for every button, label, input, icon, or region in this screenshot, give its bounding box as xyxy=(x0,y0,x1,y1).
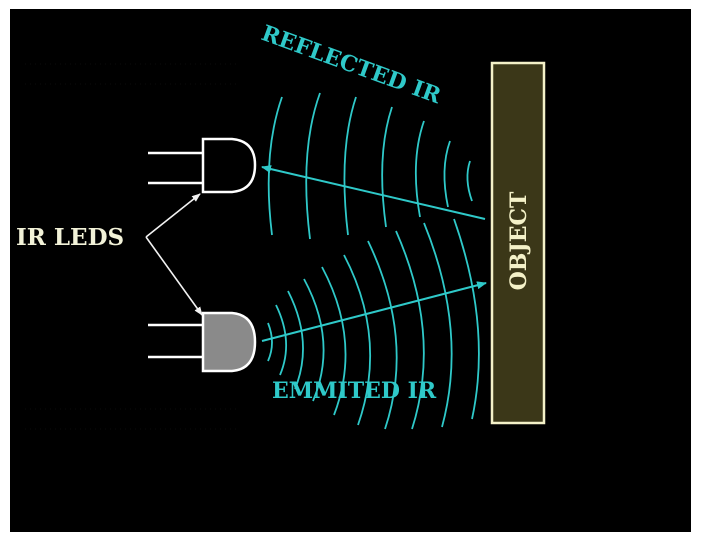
ir-sensor-diagram: IR LEDS REFLECTED IR EMMITED IR OBJECT xyxy=(10,9,691,532)
emitted-ir-arrow xyxy=(262,283,486,341)
ir-led-receiver-icon xyxy=(148,139,255,192)
reflected-ir-waves xyxy=(269,93,472,239)
emitted-ir-label: EMMITED IR xyxy=(272,378,437,404)
ir-led-emitter-icon xyxy=(148,313,255,371)
object-block: OBJECT xyxy=(492,63,544,423)
ir-leds-pointer-arrows xyxy=(146,194,202,315)
object-label: OBJECT xyxy=(506,191,532,290)
diagram-canvas: IR LEDS REFLECTED IR EMMITED IR OBJECT xyxy=(10,9,691,532)
reflected-ir-label: REFLECTED IR xyxy=(258,20,445,109)
reflected-ir-arrow xyxy=(262,167,485,219)
ir-leds-label: IR LEDS xyxy=(16,224,124,251)
